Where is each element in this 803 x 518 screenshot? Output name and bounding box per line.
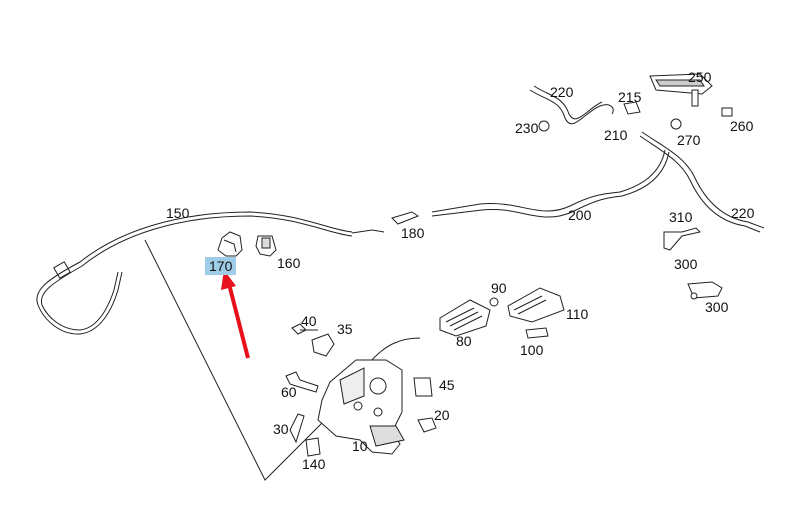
part-170-shape — [217, 231, 243, 257]
part-140-shape — [305, 437, 321, 457]
label-part-230[interactable]: 230 — [515, 120, 539, 136]
label-part-40[interactable]: 40 — [301, 313, 317, 329]
label-part-160[interactable]: 160 — [277, 255, 301, 271]
part-260-shape — [721, 107, 733, 117]
label-part-10[interactable]: 10 — [352, 438, 368, 454]
label-part-180[interactable]: 180 — [401, 225, 425, 241]
label-part-100[interactable]: 100 — [520, 342, 544, 358]
label-part-300-upper[interactable]: 300 — [674, 256, 698, 272]
label-part-210[interactable]: 210 — [604, 127, 628, 143]
label-part-35[interactable]: 35 — [337, 321, 353, 337]
label-part-250[interactable]: 250 — [688, 69, 712, 85]
label-part-220-right[interactable]: 220 — [731, 205, 755, 221]
part-45-shape — [413, 377, 433, 397]
part-180-shape — [391, 211, 420, 225]
label-part-60[interactable]: 60 — [281, 384, 297, 400]
label-part-90[interactable]: 90 — [491, 280, 507, 296]
part-270-shape — [670, 118, 682, 130]
part-230-shape — [538, 120, 550, 132]
cables — [36, 85, 765, 481]
label-part-170[interactable]: 170 — [205, 257, 237, 275]
label-part-150[interactable]: 150 — [166, 205, 190, 221]
part-30-shape — [289, 413, 305, 444]
label-part-20[interactable]: 20 — [434, 407, 450, 423]
part-90-shape — [489, 297, 499, 307]
label-part-220-upper[interactable]: 220 — [550, 84, 574, 100]
label-part-80[interactable]: 80 — [456, 333, 472, 349]
label-part-45[interactable]: 45 — [439, 377, 455, 393]
label-part-270[interactable]: 270 — [677, 132, 701, 148]
part-20-shape — [417, 417, 437, 433]
label-part-310[interactable]: 310 — [669, 209, 693, 225]
cable-150 — [36, 211, 353, 335]
label-part-140[interactable]: 140 — [302, 456, 326, 472]
part-60-shape — [285, 371, 319, 393]
part-100-shape — [525, 327, 549, 339]
label-part-300-lower[interactable]: 300 — [705, 299, 729, 315]
part-215-shape — [623, 101, 641, 115]
label-part-110[interactable]: 110 — [566, 306, 589, 322]
highlight-arrow — [221, 270, 250, 359]
cable-200 — [431, 149, 666, 213]
label-part-30[interactable]: 30 — [273, 421, 289, 437]
parts — [217, 73, 733, 457]
label-part-215[interactable]: 215 — [618, 89, 642, 105]
label-part-200[interactable]: 200 — [568, 207, 592, 223]
part-35-shape — [311, 333, 335, 357]
label-part-260[interactable]: 260 — [730, 118, 754, 134]
part-310-shape — [663, 227, 701, 251]
